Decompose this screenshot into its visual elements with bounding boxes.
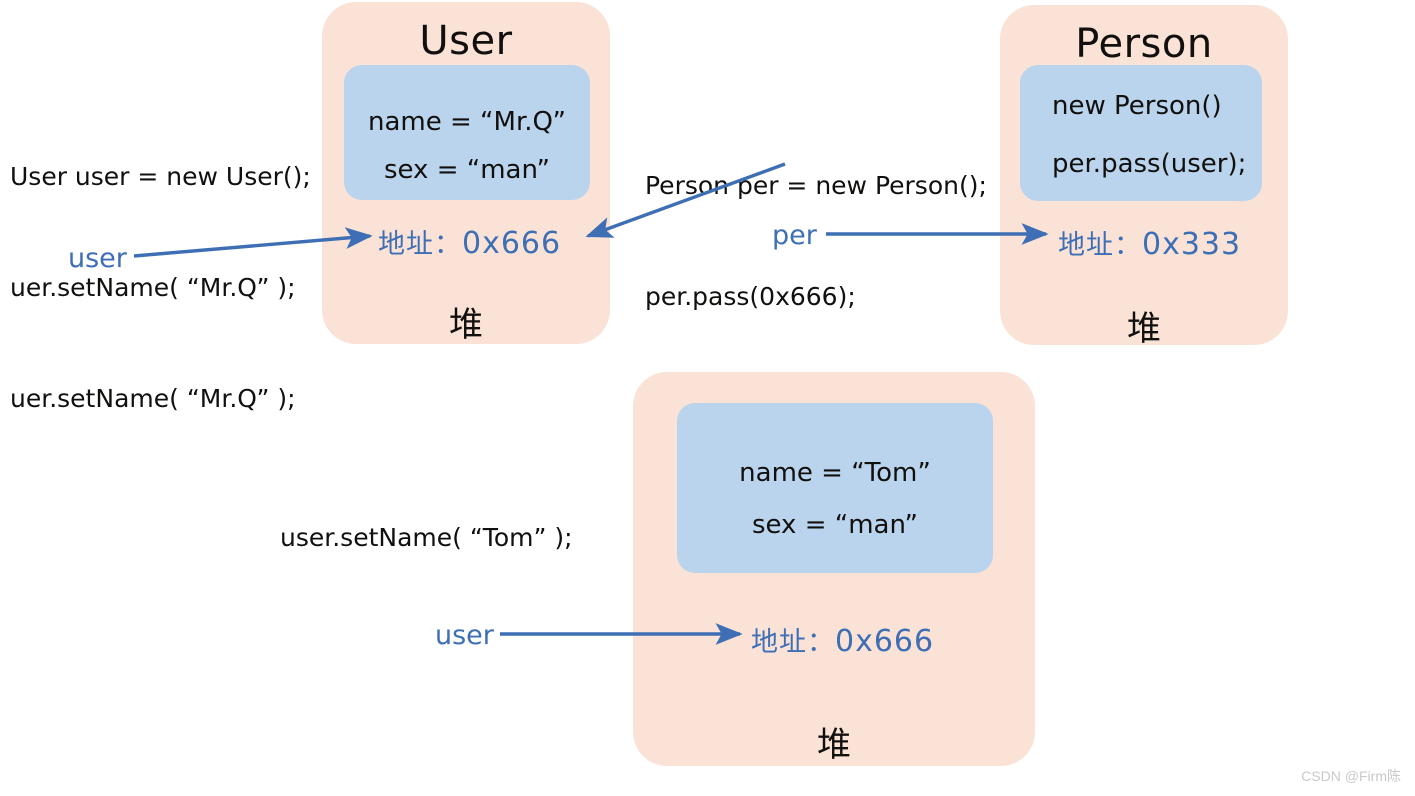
user-updated-heap-card: name = “Tom” sex = “man” 地址：0x666 堆	[633, 372, 1035, 766]
user-heap-word: 堆	[449, 305, 483, 345]
user-updated-address-value: 0x666	[835, 624, 935, 659]
person-field-box: new Person() per.pass(user);	[1020, 65, 1262, 201]
person-address-row: 地址：0x333	[1058, 223, 1241, 262]
user-address-value: 0x666	[462, 226, 562, 261]
person-field-pass: per.pass(user);	[1052, 149, 1247, 179]
code-line: User user = new User();	[10, 162, 311, 191]
user-pointer-label-top: user	[68, 243, 127, 274]
person-field-new: new Person()	[1052, 91, 1222, 121]
user-card-title: User	[419, 18, 513, 64]
user-updated-field-name: name = “Tom”	[739, 458, 931, 488]
user-field-name: name = “Mr.Q”	[368, 107, 566, 137]
user-updated-address-row: 地址：0x666	[751, 620, 934, 659]
user-address-row: 地址：0x666	[378, 222, 561, 261]
code-line: uer.setName( “Mr.Q” );	[10, 273, 296, 302]
setname-tom-code-block: user.setName( “Tom” );	[280, 445, 573, 630]
user-field-sex: sex = “man”	[383, 155, 551, 185]
code-line: uer.setName( “Mr.Q” );	[10, 384, 296, 413]
user-updated-address-label: 地址：	[751, 627, 835, 658]
user-updated-field-sex: sex = “man”	[751, 510, 919, 540]
person-heap-word: 堆	[1127, 309, 1161, 349]
user-address-label: 地址：	[378, 229, 462, 260]
user-field-box: name = “Mr.Q” sex = “man”	[344, 65, 590, 200]
code-line: per.pass(0x666);	[645, 282, 856, 311]
user-updated-field-box: name = “Tom” sex = “man”	[677, 403, 993, 573]
user-heap-card: User name = “Mr.Q” sex = “man” 地址：0x666 …	[322, 2, 610, 345]
code-line: user.setName( “Tom” );	[280, 523, 573, 552]
code-line: Person per = new Person();	[645, 171, 987, 200]
per-pointer-label: per	[772, 220, 817, 251]
person-address-value: 0x333	[1142, 227, 1242, 262]
user-creation-code-block: User user = new User(); uer.setName( “Mr…	[10, 84, 311, 491]
user-updated-heap-word: 堆	[817, 725, 851, 765]
user-pointer-label-bottom: user	[435, 620, 494, 651]
person-heap-card: Person new Person() per.pass(user); 地址：0…	[1000, 5, 1288, 349]
person-card-title: Person	[1075, 21, 1213, 67]
person-address-label: 地址：	[1058, 230, 1142, 261]
watermark: CSDN @Firm陈	[1301, 768, 1401, 784]
